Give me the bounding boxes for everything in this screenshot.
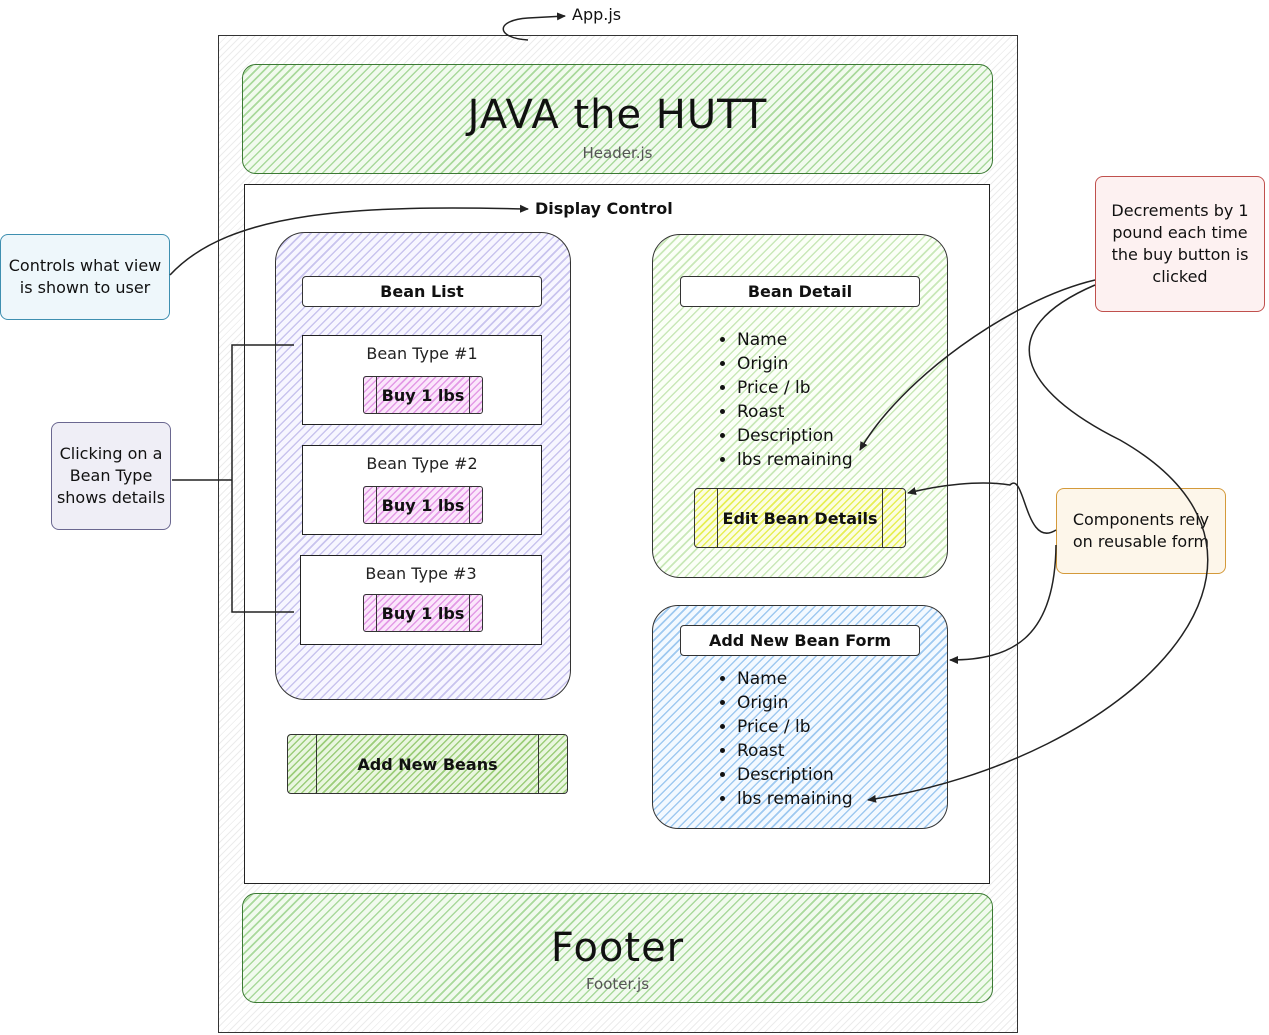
field-description: Description [737, 763, 853, 787]
bean-list-item[interactable]: Bean Type #3 Buy 1 lbs [300, 555, 542, 645]
bean-type-name: Bean Type #2 [366, 453, 478, 473]
edit-bean-details-button[interactable]: Edit Bean Details [694, 488, 906, 548]
add-new-beans-button[interactable]: Add New Beans [287, 734, 568, 794]
decrement-note: Decrements by 1 pound each time the buy … [1095, 176, 1265, 312]
field-lbs-remaining: lbs remaining [737, 787, 853, 811]
buy-button[interactable]: Buy 1 lbs [363, 594, 483, 632]
field-roast: Roast [737, 739, 853, 763]
header-file-label: Header.js [582, 144, 653, 162]
header-component: JAVA the HUTT Header.js [242, 64, 993, 174]
bean-type-note: Clicking on a Bean Type shows details [51, 422, 171, 530]
field-origin: Origin [737, 352, 853, 376]
field-origin: Origin [737, 691, 853, 715]
display-control-label: Display Control [535, 199, 673, 218]
field-roast: Roast [737, 400, 853, 424]
footer-component: Footer Footer.js [242, 893, 993, 1003]
bean-detail-fields: Name Origin Price / lb Roast Description… [717, 328, 853, 472]
footer-title: Footer [550, 925, 685, 971]
display-control-note: Controls what view is shown to user [0, 234, 170, 320]
bean-list-item[interactable]: Bean Type #2 Buy 1 lbs [302, 445, 542, 535]
bean-form-fields: Name Origin Price / lb Roast Description… [717, 667, 853, 811]
field-name: Name [737, 328, 853, 352]
field-price: Price / lb [737, 376, 853, 400]
bean-list-item[interactable]: Bean Type #1 Buy 1 lbs [302, 335, 542, 425]
bean-form-title: Add New Bean Form [680, 625, 920, 656]
buy-button[interactable]: Buy 1 lbs [363, 376, 483, 414]
bean-type-name: Bean Type #1 [366, 343, 478, 363]
buy-button[interactable]: Buy 1 lbs [363, 486, 483, 524]
header-title: JAVA the HUTT [467, 92, 768, 138]
field-price: Price / lb [737, 715, 853, 739]
app-file-label: App.js [572, 5, 622, 24]
reusable-form-note: Components rely on reusable form [1056, 488, 1226, 574]
field-lbs-remaining: lbs remaining [737, 448, 853, 472]
field-description: Description [737, 424, 853, 448]
bean-detail-title: Bean Detail [680, 276, 920, 307]
bean-list-title: Bean List [302, 276, 542, 307]
footer-file-label: Footer.js [585, 975, 650, 993]
bean-type-name: Bean Type #3 [365, 563, 477, 583]
field-name: Name [737, 667, 853, 691]
